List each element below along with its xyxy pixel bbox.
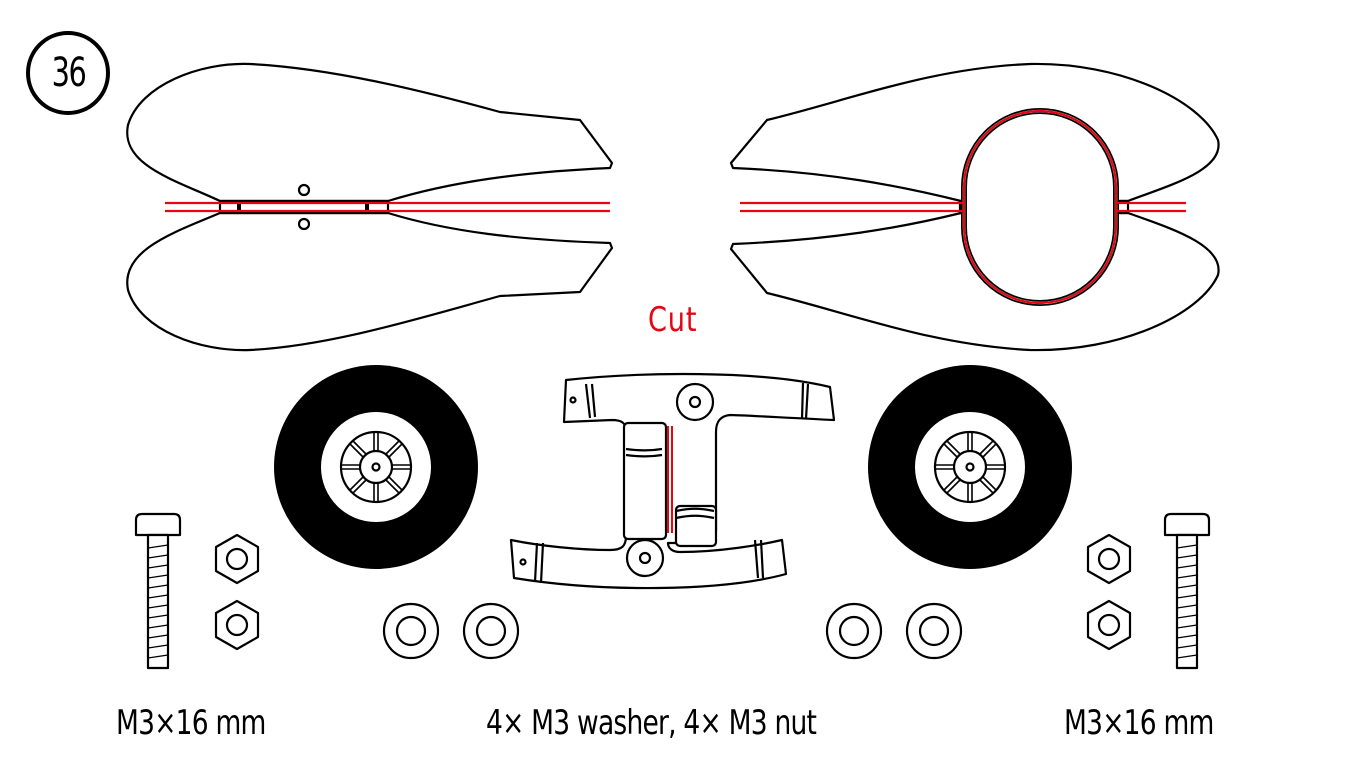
cut-annotation: Cut <box>648 300 698 340</box>
nut <box>214 533 260 585</box>
screw-right <box>1163 512 1211 670</box>
landing-gear-frame <box>509 372 836 590</box>
right-pant-lower-half <box>729 211 1220 352</box>
screw-thread <box>1176 624 1198 629</box>
screw-thread <box>1176 604 1198 609</box>
washer <box>905 602 963 660</box>
hardware-label: 4× M3 washer, 4× M3 nut <box>486 703 817 743</box>
screw-thread <box>147 564 169 569</box>
washer <box>382 602 440 660</box>
nut <box>1086 599 1132 651</box>
gear-cut-lines <box>667 426 673 533</box>
screw-thread <box>1176 554 1198 559</box>
screw-thread <box>147 594 169 599</box>
screw-thread <box>1176 544 1198 549</box>
left-pant-hole-top <box>297 183 311 197</box>
step-number: 36 <box>51 50 86 96</box>
right-wheel-pant-halves <box>729 62 1220 352</box>
nut <box>214 599 260 651</box>
screw-thread <box>1176 574 1198 579</box>
left-wheel-pant-halves <box>126 62 614 352</box>
gear-top-boss <box>675 382 715 422</box>
screw-thread <box>147 644 169 649</box>
gear-frame-outline <box>509 372 836 590</box>
right-pant-upper-half <box>729 62 1220 203</box>
washer <box>825 602 883 660</box>
right-pant-cut-lines <box>740 109 1186 305</box>
right-wheel <box>868 365 1072 569</box>
right-pant-oval-cutout <box>961 108 1119 306</box>
screw-thread <box>147 634 169 639</box>
screw-thread <box>1176 634 1198 639</box>
left-pant-cut-lines <box>165 201 610 213</box>
screw-thread <box>147 614 169 619</box>
screw-thread <box>1176 654 1198 659</box>
left-pant-lower-half <box>126 211 614 352</box>
nut <box>1086 533 1132 585</box>
screw-thread <box>147 574 169 579</box>
screw-thread <box>147 624 169 629</box>
screw-thread <box>147 554 169 559</box>
left-screw-label: M3×16 mm <box>116 703 266 743</box>
screw-thread <box>147 654 169 659</box>
screw-thread <box>147 584 169 589</box>
gear-bottom-boss <box>625 538 665 578</box>
screw-thread <box>147 544 169 549</box>
screw-thread <box>1176 584 1198 589</box>
washer <box>462 602 520 660</box>
screw-thread <box>1176 594 1198 599</box>
left-wheel <box>274 365 478 569</box>
screw-thread <box>1176 644 1198 649</box>
left-pant-upper-half <box>126 62 614 203</box>
screw-thread <box>1176 564 1198 569</box>
step-number-badge: 36 <box>26 31 110 115</box>
right-screw-label: M3×16 mm <box>1064 703 1214 743</box>
screw-thread <box>1176 614 1198 619</box>
screw-thread <box>147 604 169 609</box>
screw-left <box>134 512 182 670</box>
left-pant-hole-bottom <box>297 217 311 231</box>
